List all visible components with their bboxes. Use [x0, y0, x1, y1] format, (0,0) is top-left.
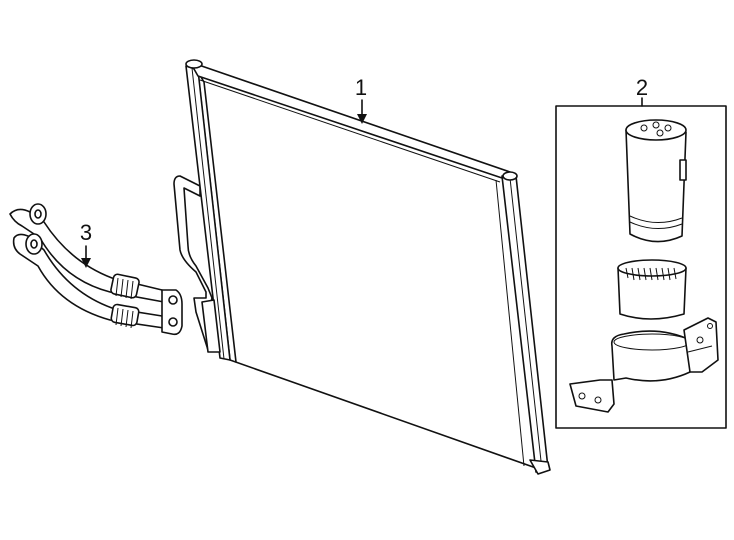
condenser [173, 59, 551, 475]
callout-2: 2 [636, 75, 648, 107]
drier-canister [625, 119, 687, 243]
callout-3: 3 [80, 220, 92, 268]
callout-label-2: 2 [636, 75, 648, 100]
callout-label-1: 1 [355, 75, 367, 100]
cooler-lines [9, 203, 183, 336]
callout-label-3: 3 [80, 220, 92, 245]
drier-sleeve [617, 259, 687, 320]
drier-bracket [569, 317, 719, 413]
callout-1: 1 [355, 75, 367, 124]
drier-kit [555, 105, 727, 429]
